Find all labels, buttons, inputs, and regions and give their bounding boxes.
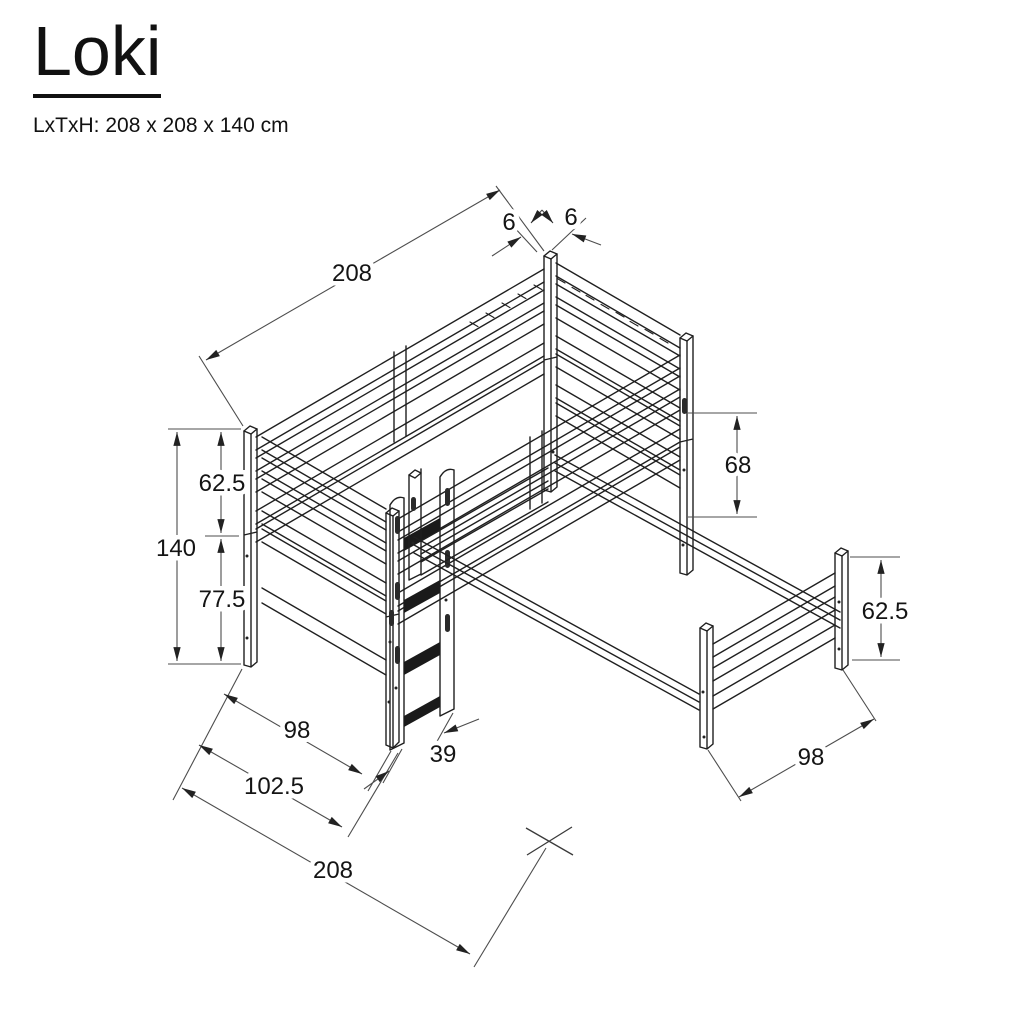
dimension-lower-bed-width: 98 (707, 669, 877, 802)
dim-label-post-right: 6 (564, 204, 577, 231)
dimension-clearance: 68 (688, 412, 757, 518)
loft-post-front (385, 507, 400, 749)
ladder-step (404, 642, 440, 675)
dim-label-post-left: 6 (502, 209, 515, 236)
dim-label-total-height: 140 (156, 535, 196, 562)
ladder-step (404, 696, 440, 727)
loft-post-right (679, 332, 694, 576)
guard-rails-front-right-face (397, 354, 681, 625)
footboard-post-near (699, 625, 714, 750)
overall-dimensions-text: LxTxH: 208 x 208 x 140 cm (33, 114, 289, 137)
footboard-rails (712, 572, 836, 710)
lower-bed (408, 454, 849, 750)
dimension-lower-bed-height: 62.5 (850, 556, 913, 661)
dimension-top-length: 208 (198, 185, 545, 427)
dim-label-lower-bed-width: 98 (798, 744, 825, 771)
dim-label-front-width-with-ladder: 102.5 (244, 773, 304, 800)
lower-bed-near-side-rail (413, 536, 700, 711)
floor-corner-x-mark (525, 826, 574, 856)
dim-label-front-width: 98 (284, 717, 311, 744)
ladder-step (404, 580, 440, 613)
loft-post-back (543, 250, 558, 493)
guard-rails-front-left-face (261, 436, 387, 676)
dim-label-bottom-length: 208 (313, 857, 353, 884)
dimension-bottom-length: 208 (181, 787, 547, 968)
dimensions: 208 6 6 140 62.5 77.5 (151, 185, 913, 968)
cam-lock-slots (389, 398, 687, 626)
dim-label-top-length: 208 (332, 260, 372, 287)
ladder-stiles (389, 468, 455, 751)
loft-post-front-left (243, 425, 258, 668)
bolt-dots (245, 450, 841, 739)
page-title: Loki (33, 16, 162, 98)
header: Loki LxTxH: 208 x 208 x 140 cm (33, 16, 289, 138)
dimension-left-heights: 140 62.5 77.5 (151, 428, 250, 665)
dim-label-lower-bed-height: 62.5 (862, 598, 909, 625)
lower-bed-head-rails (420, 467, 549, 576)
dimension-post-widths: 6 6 (491, 200, 602, 257)
footboard (699, 547, 849, 750)
loft-bed (243, 250, 849, 751)
dim-label-guard-height: 62.5 (199, 470, 246, 497)
dim-label-ladder-depth: 39 (430, 741, 457, 768)
dim-label-under-bed-height: 77.5 (199, 586, 246, 613)
dim-label-clearance: 68 (725, 452, 752, 479)
dimension-ladder-depth: 39 (363, 712, 480, 790)
lower-bed-far-side-rail (554, 454, 841, 629)
guard-rails-back-right-face (555, 262, 681, 489)
rail-studs (393, 345, 543, 510)
